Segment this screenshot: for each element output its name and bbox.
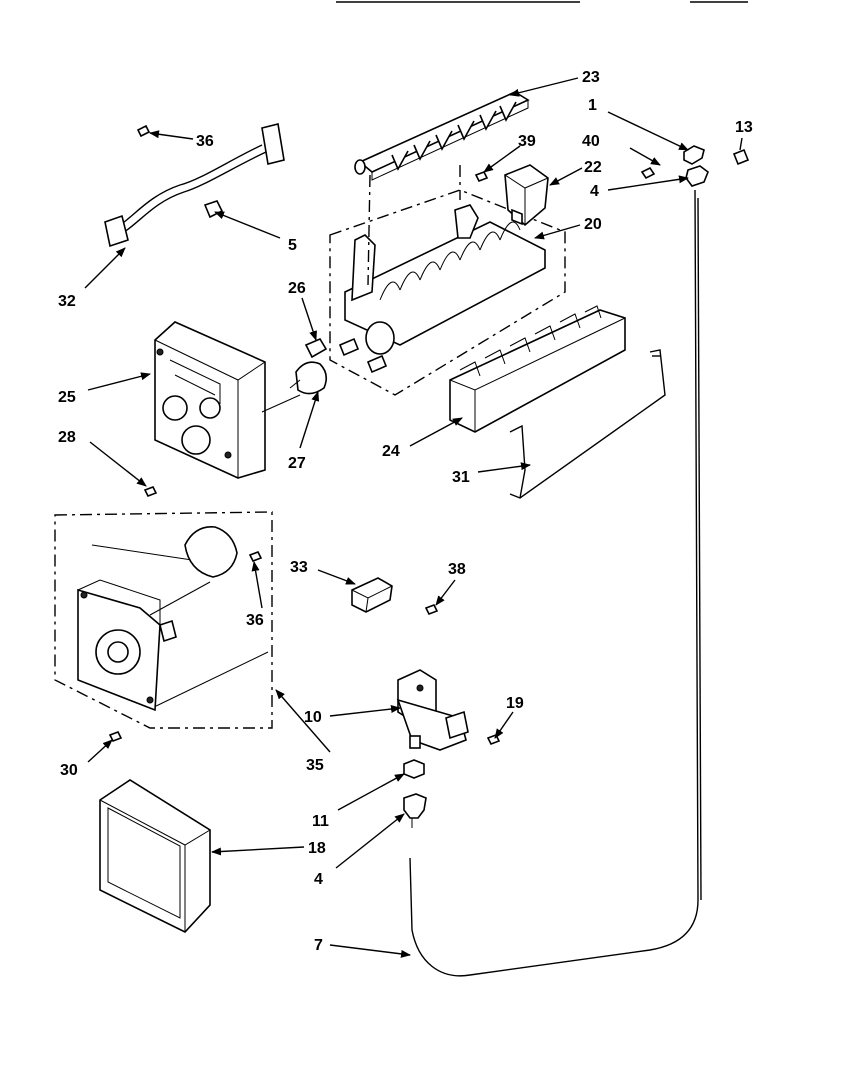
callout-36-top: 36 [196, 133, 214, 150]
callout-1: 1 [588, 97, 597, 114]
leader-lines [84, 77, 743, 958]
water-tube-part [409, 189, 702, 977]
motor-module-assembly [54, 511, 273, 729]
callout-11: 11 [312, 813, 329, 830]
callout-23: 23 [582, 69, 600, 86]
mold-assembly [329, 165, 566, 396]
ejector-part [354, 91, 530, 181]
wire-arm-part [509, 349, 666, 499]
callout-32: 32 [58, 293, 76, 310]
callout-36-mid: 38 [448, 561, 466, 578]
front-cover-part [99, 779, 211, 933]
callout-19: 19 [506, 695, 524, 712]
callout-26: 26 [288, 280, 306, 297]
callout-22: 22 [584, 159, 602, 176]
wiring-harness-part [104, 123, 285, 248]
callout-10: 10 [304, 709, 322, 726]
water-valve-part [396, 669, 469, 751]
nut-fitting-part [403, 759, 427, 828]
inlet-fittings-part [640, 145, 750, 187]
callout-35: 35 [306, 757, 324, 774]
callout-20: 20 [584, 216, 602, 233]
callout-33: 33 [290, 559, 308, 576]
callout-27: 27 [288, 455, 306, 472]
callout-25: 25 [58, 389, 76, 406]
callout-13: 13 [735, 119, 753, 136]
cover-part [449, 305, 626, 433]
callout-24: 24 [382, 443, 400, 460]
bin-part [504, 164, 549, 227]
thermostat-part [289, 337, 328, 395]
callout-4-top: 4 [590, 183, 599, 200]
callout-5: 5 [288, 237, 297, 254]
bracket-part [351, 577, 393, 613]
callout-28: 28 [58, 429, 76, 446]
callout-18: 18 [308, 840, 326, 857]
callout-31: 31 [452, 469, 470, 486]
housing-part [154, 321, 266, 479]
callout-40: 40 [582, 133, 600, 150]
callout-4-bottom: 4 [314, 871, 323, 888]
callout-30: 30 [60, 762, 78, 779]
callout-38: 36 [246, 612, 264, 629]
callout-7: 7 [314, 937, 323, 954]
callout-labels: 23 1 13 39 40 36 22 4 20 5 26 32 25 28 2… [58, 69, 753, 954]
callout-39: 39 [518, 133, 536, 150]
screws [108, 170, 501, 746]
